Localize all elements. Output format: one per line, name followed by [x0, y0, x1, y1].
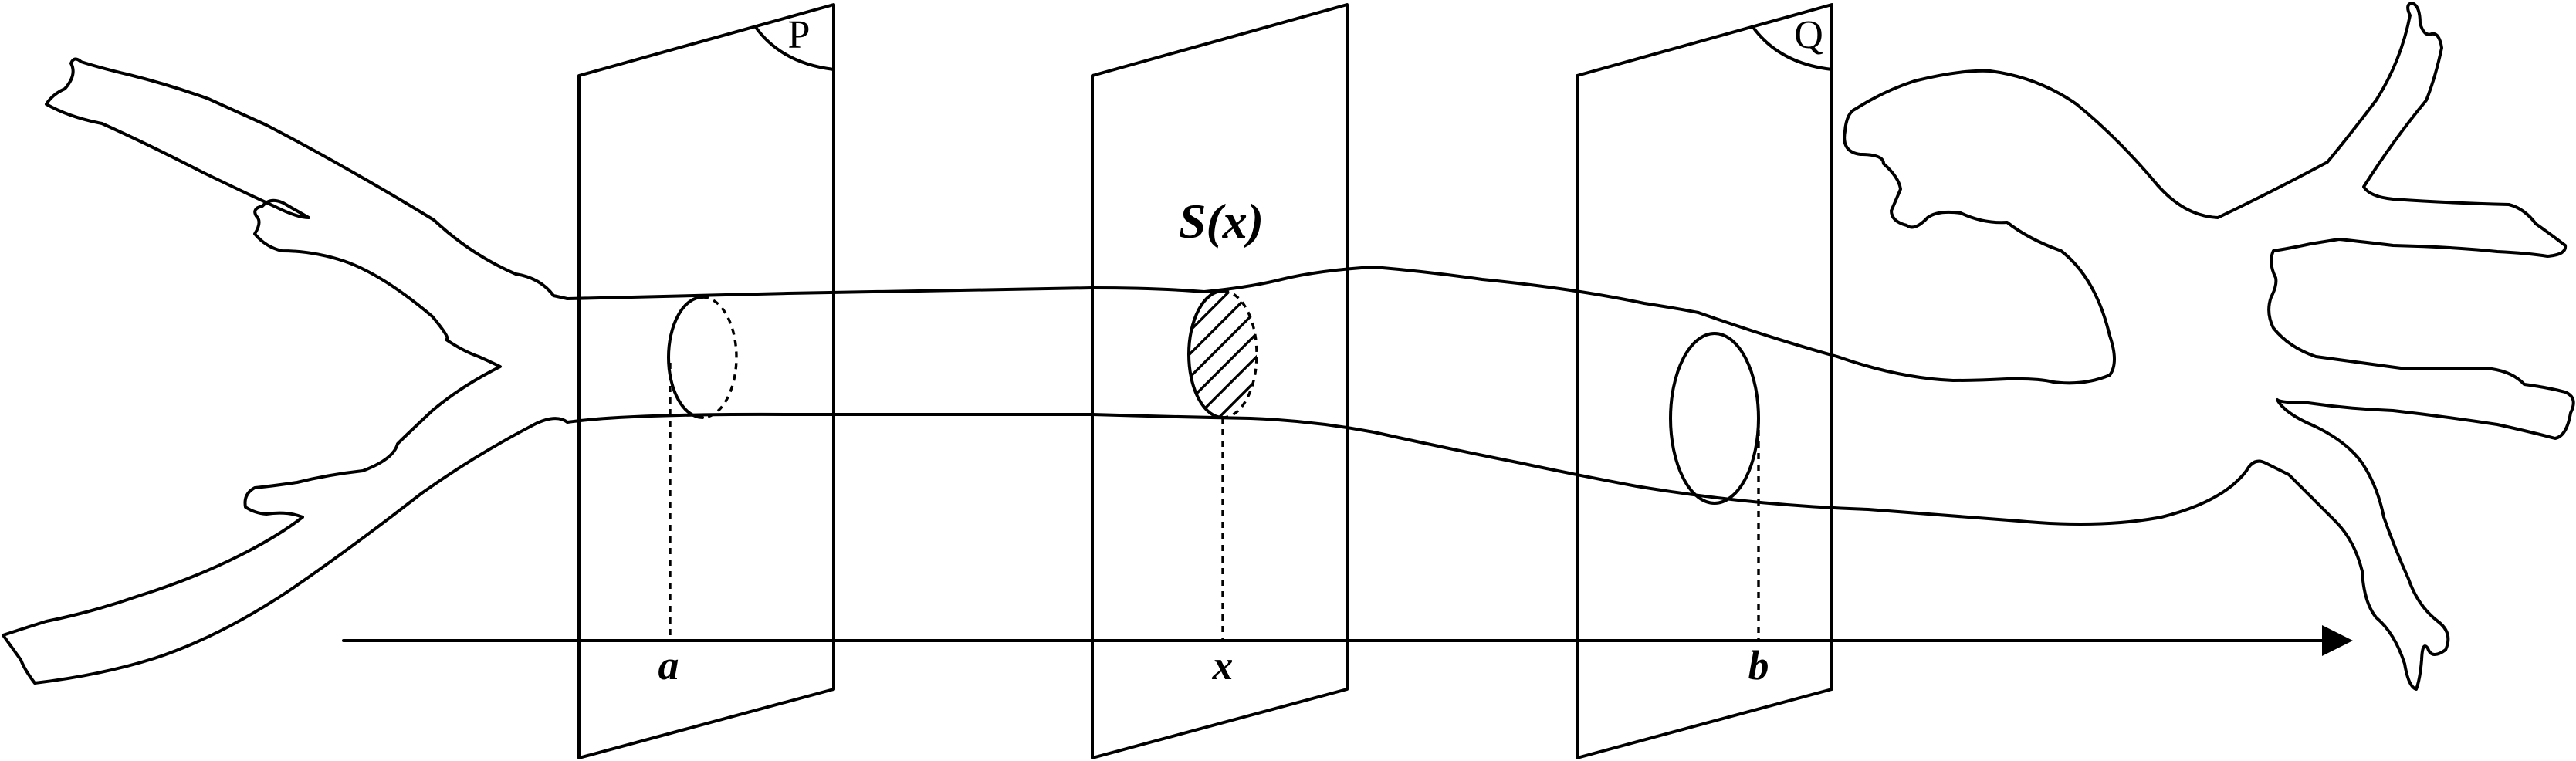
plane-p-corner-arc [753, 25, 835, 71]
plane-p [577, 3, 835, 759]
plane-x [1091, 3, 1349, 759]
plane-q-corner-arc [1751, 25, 1833, 71]
section-area-label: S(x) [1179, 194, 1264, 249]
cross-section-b [1669, 332, 1760, 505]
axis-label-a: a [658, 642, 679, 688]
cross-section-s-front [1187, 289, 1224, 419]
cross-section-a-front [667, 296, 704, 419]
cross-section-s-back [1222, 289, 1258, 419]
axis-label-x: x [1212, 642, 1234, 688]
cross-section-a-back [702, 296, 738, 419]
vessel-tube-top [566, 266, 1700, 314]
left-vessel-branches [2, 57, 569, 685]
x-axis-arrowhead [2322, 625, 2353, 656]
vessel-tube-bottom [566, 412, 2248, 526]
axis-label-b: b [1748, 642, 1769, 688]
right-vessel-branches [1697, 2, 2575, 691]
plane-q-label: Q [1794, 13, 1823, 57]
cross-section-s-hatching [1189, 291, 1257, 418]
plane-p-label: P [788, 13, 811, 57]
plane-q [1576, 3, 1833, 759]
